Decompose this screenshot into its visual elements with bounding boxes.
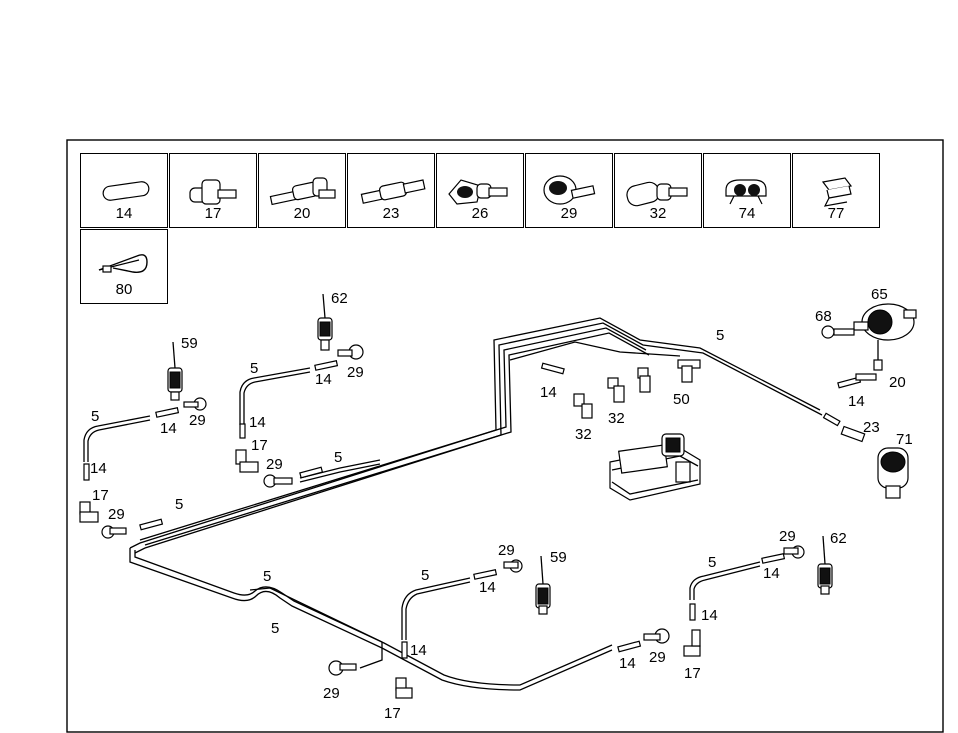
callout-29: 29 bbox=[347, 364, 364, 381]
legend-number: 23 bbox=[382, 205, 400, 222]
compressor-unit bbox=[609, 433, 701, 501]
cable-tie-icon bbox=[98, 254, 148, 273]
reservoir-65 bbox=[853, 303, 917, 371]
callout-14: 14 bbox=[540, 384, 557, 401]
callout-59: 59 bbox=[181, 335, 198, 352]
legend-number: 17 bbox=[204, 205, 222, 222]
screw-68 bbox=[821, 325, 855, 339]
callout-14: 14 bbox=[848, 393, 865, 410]
legend-number: 77 bbox=[827, 205, 845, 222]
legend-cell-74: 74 bbox=[703, 153, 791, 228]
callout-20: 20 bbox=[889, 374, 906, 391]
callout-65: 65 bbox=[871, 286, 888, 303]
pressure-sensor-62-right bbox=[817, 535, 833, 595]
main-pipe-bundle bbox=[129, 317, 823, 691]
callout-62: 62 bbox=[331, 290, 348, 307]
branch-pipes bbox=[83, 367, 761, 640]
legend-cell-32: 32 bbox=[614, 153, 702, 228]
legend-number: 32 bbox=[649, 205, 667, 222]
callout-29: 29 bbox=[779, 528, 796, 545]
legend-cell-17: 17 bbox=[169, 153, 257, 228]
callout-14: 14 bbox=[479, 579, 496, 596]
diagram-frame bbox=[66, 139, 944, 733]
legend-number: 14 bbox=[115, 205, 133, 222]
callout-29: 29 bbox=[649, 649, 666, 666]
callout-62: 62 bbox=[830, 530, 847, 547]
callout-5: 5 bbox=[334, 449, 342, 466]
callout-5: 5 bbox=[271, 620, 279, 637]
legend-number: 26 bbox=[471, 205, 489, 222]
fittings bbox=[79, 344, 877, 699]
callout-17: 17 bbox=[92, 487, 109, 504]
callout-5: 5 bbox=[708, 554, 716, 571]
callout-17: 17 bbox=[251, 437, 268, 454]
valve-71 bbox=[877, 447, 909, 499]
callout-71: 71 bbox=[896, 431, 913, 448]
callout-5: 5 bbox=[421, 567, 429, 584]
callout-29: 29 bbox=[189, 412, 206, 429]
legend-number: 20 bbox=[293, 205, 311, 222]
callout-5: 5 bbox=[716, 327, 724, 344]
callout-32: 32 bbox=[575, 426, 592, 443]
callout-14: 14 bbox=[701, 607, 718, 624]
callout-5: 5 bbox=[250, 360, 258, 377]
callout-14: 14 bbox=[315, 371, 332, 388]
sleeve-icon bbox=[102, 181, 150, 201]
callout-14: 14 bbox=[619, 655, 636, 672]
callout-17: 17 bbox=[684, 665, 701, 682]
bracket-clip-icon bbox=[821, 177, 853, 207]
legend-cell-14: 14 bbox=[80, 153, 168, 228]
parts-legend: 14 17 20 23 26 bbox=[80, 153, 882, 304]
legend-cell-77: 77 bbox=[792, 153, 880, 228]
callout-32: 32 bbox=[608, 410, 625, 427]
callout-50: 50 bbox=[673, 391, 690, 408]
callout-14: 14 bbox=[160, 420, 177, 437]
callout-5: 5 bbox=[263, 568, 271, 585]
clip-icon bbox=[725, 179, 767, 205]
pressure-sensor-59-left bbox=[167, 341, 183, 401]
callout-29: 29 bbox=[266, 456, 283, 473]
legend-number: 29 bbox=[560, 205, 578, 222]
callout-5: 5 bbox=[91, 408, 99, 425]
callout-5: 5 bbox=[175, 496, 183, 513]
callout-59: 59 bbox=[550, 549, 567, 566]
callout-68: 68 bbox=[815, 308, 832, 325]
pressure-sensor-59-bottom bbox=[535, 555, 551, 615]
legend-cell-80: 80 bbox=[80, 229, 168, 304]
t-connector-icon bbox=[189, 179, 237, 205]
callout-14: 14 bbox=[410, 642, 427, 659]
legend-cell-26: 26 bbox=[436, 153, 524, 228]
callout-labels: 62 59 65 68 5 5 14 29 14 32 32 50 20 14 … bbox=[90, 286, 913, 722]
callout-17: 17 bbox=[384, 705, 401, 722]
callout-14: 14 bbox=[90, 460, 107, 477]
legend-number: 80 bbox=[115, 281, 133, 298]
legend-cell-20: 20 bbox=[258, 153, 346, 228]
legend-cell-29: 29 bbox=[525, 153, 613, 228]
angled-fitting-icon bbox=[543, 175, 596, 205]
callout-14: 14 bbox=[763, 565, 780, 582]
pressure-sensor-62-top bbox=[317, 293, 333, 351]
callout-29: 29 bbox=[498, 542, 515, 559]
callout-23: 23 bbox=[863, 419, 880, 436]
callout-29: 29 bbox=[323, 685, 340, 702]
cylinder-fitting-icon bbox=[626, 181, 688, 207]
callout-29: 29 bbox=[108, 506, 125, 523]
sleeves bbox=[83, 360, 862, 659]
elbow-connector-icon bbox=[269, 177, 336, 206]
legend-cell-23: 23 bbox=[347, 153, 435, 228]
elbow-fitting-icon bbox=[448, 179, 508, 205]
legend-number: 74 bbox=[738, 205, 756, 222]
callout-14: 14 bbox=[249, 414, 266, 431]
straight-connector-icon bbox=[360, 179, 426, 204]
